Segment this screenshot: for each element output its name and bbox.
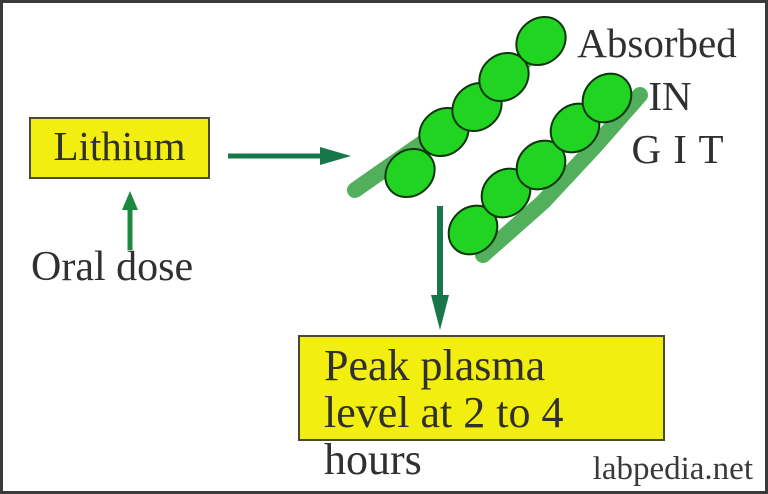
peak-line-2: level at 2 to 4 hours: [324, 388, 564, 484]
peak-plasma-node: Peak plasma level at 2 to 4 hours: [298, 335, 665, 483]
diagram-graphics: [122, 15, 648, 330]
git-pea-chain-2: [447, 72, 633, 256]
in-line: IN: [648, 73, 692, 119]
arrow-right-icon: [228, 147, 351, 165]
absorbed-line: Absorbed: [577, 20, 737, 66]
git-pod-band-2: [475, 87, 648, 263]
lithium-label: Lithium: [53, 122, 186, 169]
git-pea-chain-1: [384, 15, 567, 199]
git-line: G I T: [631, 126, 725, 172]
peak-line-1: Peak plasma: [324, 341, 546, 390]
arrow-up-icon: [122, 191, 138, 250]
arrow-down-icon: [431, 206, 449, 330]
watermark-label: labpedia.net: [592, 451, 753, 487]
oral-dose-label: Oral dose: [31, 244, 194, 290]
absorbed-git-label: Absorbed IN G I T: [573, 17, 741, 176]
lithium-node: Lithium: [29, 117, 210, 179]
